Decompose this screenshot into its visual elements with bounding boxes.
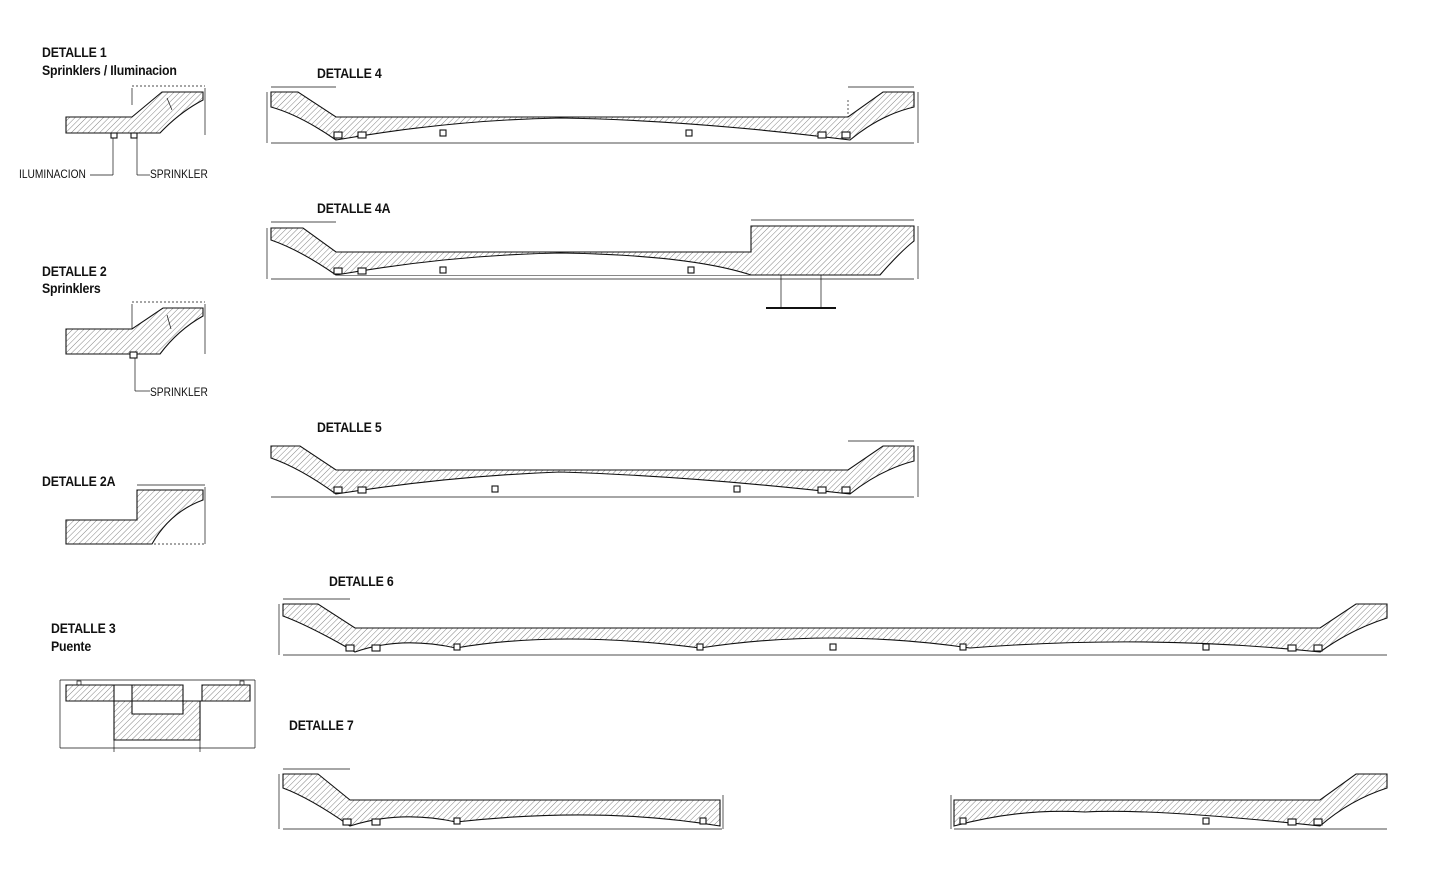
detail-1-section [65, 91, 204, 139]
iluminacion-callout: ILUMINACION [19, 167, 86, 181]
detail-6-title: DETALLE 6 [329, 573, 394, 589]
detail-4-section [270, 91, 915, 141]
detail-1-annotations [90, 85, 206, 176]
detail-2a-title: DETALLE 2A [42, 473, 116, 489]
detail-2-section [65, 307, 204, 359]
detail-7-title: DETALLE 7 [289, 717, 354, 733]
detail-6-section [282, 603, 1388, 653]
detail-2a-section [65, 489, 204, 545]
detail-3-section [65, 684, 251, 741]
detail-4a-dimensions [266, 219, 919, 309]
detail-7-left-dimensions [278, 768, 724, 830]
detail-5-dimensions [271, 440, 919, 498]
sprinkler-callout-1: SPRINKLER [150, 167, 208, 181]
detail-7-right-section [953, 773, 1388, 827]
detail-3-title: DETALLE 3 [51, 620, 116, 636]
detail-3-subtitle: Puente [51, 638, 92, 654]
detail-6-dimensions [278, 598, 1387, 656]
detail-2a-annotations [66, 484, 206, 545]
detail-1-title: DETALLE 1 [42, 44, 107, 60]
detail-4-dimensions [266, 86, 919, 144]
detail-5-title: DETALLE 5 [317, 419, 382, 435]
detail-2-annotations [131, 301, 206, 392]
detail-7-right-dimensions [950, 795, 1387, 830]
detail-5-section [270, 445, 915, 495]
detail-3-annotations [59, 679, 256, 752]
sprinkler-callout-2: SPRINKLER [150, 385, 208, 399]
detail-2-subtitle: Sprinklers [42, 280, 101, 296]
detail-1-subtitle: Sprinklers / Iluminacion [42, 62, 177, 78]
detail-4-title: DETALLE 4 [317, 65, 382, 81]
detail-4a-title: DETALLE 4A [317, 200, 391, 216]
detail-7-left-section [282, 773, 721, 827]
detail-2-title: DETALLE 2 [42, 263, 107, 279]
detail-4a-section [270, 225, 915, 276]
